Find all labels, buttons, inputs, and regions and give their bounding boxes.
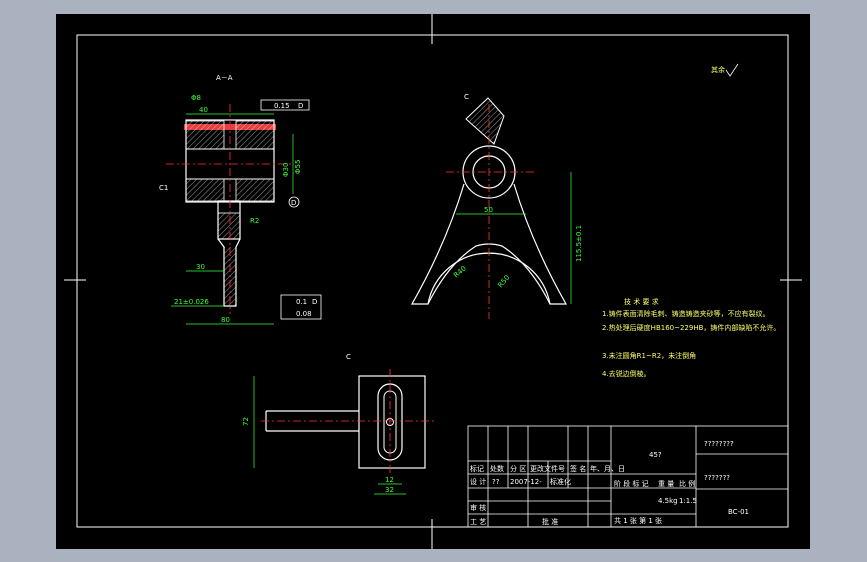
roughness-note: 其余: [711, 65, 725, 74]
dim-c1: C1: [159, 184, 168, 192]
mass-value: 4.5kg: [658, 497, 678, 505]
dim-r40: R40: [452, 265, 468, 280]
technical-requirements: 技 术 要 求 1.铸件表面清除毛刺、铸造铸造夹砂等，不应有裂纹。 2.热处理后…: [602, 297, 780, 378]
row-design-date: 2007-12-: [510, 478, 542, 486]
front-view-fork: 50 115.5±0.1 R40 R50 C: [410, 93, 583, 319]
leader-c: C: [464, 93, 469, 101]
title-block-text: 45? ???????? ??????? BC-01 4.5kg 1:1.5 共…: [470, 440, 749, 526]
scale-value: 1:1.5: [679, 497, 697, 505]
section-label: A－A: [216, 74, 233, 82]
dim-phi55: Φ55: [294, 160, 302, 174]
outer-border: [76, 34, 789, 528]
sheet-info: 共 1 张 第 1 张: [614, 516, 662, 525]
tolerance-frame-top: [260, 99, 310, 111]
header-doc: 更改文件号: [530, 464, 565, 473]
header-zone: 分 区: [510, 464, 526, 473]
scale-header: 比 例: [679, 479, 695, 488]
tolerance-frame-bottom: [280, 294, 322, 320]
dim-40: 40: [199, 106, 208, 114]
tol-value-1: 0.15: [274, 102, 290, 110]
tech-req-line-2: 2.热处理后硬度HB160~229HB，铸件内部缺陷不允许。: [602, 323, 780, 332]
row-approve: 批 准: [542, 517, 558, 526]
part-name-top: ????????: [704, 440, 734, 448]
dim-80: 80: [221, 316, 230, 324]
header-sign: 签 名: [570, 464, 586, 473]
hatch-top-left: [185, 120, 225, 150]
row-design-name: ??: [492, 478, 500, 486]
stage-header: 阶 段 标 记: [614, 479, 649, 488]
hatch-top-right: [235, 120, 275, 150]
part-name-bottom: ???????: [704, 474, 730, 482]
dim-72: 72: [242, 417, 250, 426]
title-block: [467, 425, 789, 528]
dim-12: 12: [385, 476, 394, 484]
header-mark: 标记: [470, 464, 484, 473]
dim-50: 50: [484, 206, 493, 214]
tol-datum-1: D: [298, 102, 303, 110]
dim-115: 115.5±0.1: [575, 225, 583, 262]
dim-32: 32: [385, 486, 394, 494]
tech-req-line-4: 4.去锐边倒棱。: [602, 369, 651, 378]
dim-21: 21±0.026: [174, 298, 209, 306]
header-date: 年、月、日: [590, 464, 625, 473]
header-count: 处数: [490, 464, 504, 473]
hatch-bottom-right: [235, 178, 275, 202]
tech-req-line-3: 3.未注圆角R1~R2，未注倒角: [602, 351, 696, 360]
view-c-label: C: [346, 353, 351, 361]
hatch-bottom-left: [185, 178, 225, 202]
row-check: 审 核: [470, 503, 486, 512]
section-view-aa: A－A 40 Φ8 Φ55 Φ30 R2 30 21±0.026 80 C1: [159, 74, 322, 325]
material: 45?: [649, 451, 662, 459]
dim-r2: R2: [250, 217, 259, 225]
dim-r50: R50: [496, 274, 511, 290]
row-design: 设 计: [470, 477, 486, 486]
drawing-canvas: A－A 40 Φ8 Φ55 Φ30 R2 30 21±0.026 80 C1: [64, 14, 802, 549]
mass-header: 重 量: [658, 480, 674, 488]
tol-datum-2: D: [312, 298, 317, 306]
cad-drawing-sheet: A－A 40 Φ8 Φ55 Φ30 R2 30 21±0.026 80 C1: [56, 14, 810, 549]
dim-phi30: Φ30: [282, 163, 290, 177]
drawing-number: BC-01: [728, 508, 749, 516]
dim-phi8: Φ8: [191, 94, 201, 102]
tol-value-2: 0.1: [296, 298, 307, 306]
tol-value-3: 0.08: [296, 310, 312, 318]
row-standard: 标准化: [550, 477, 571, 486]
datum-label: D: [291, 199, 296, 207]
dim-30: 30: [196, 263, 205, 271]
tech-req-line-1: 1.铸件表面清除毛刺、铸造铸造夹砂等，不应有裂纹。: [602, 309, 770, 318]
view-c: C 72 12 32: [242, 353, 436, 495]
datum-circle: [288, 196, 300, 208]
tech-req-title: 技 术 要 求: [624, 297, 659, 306]
row-process: 工 艺: [470, 518, 486, 526]
